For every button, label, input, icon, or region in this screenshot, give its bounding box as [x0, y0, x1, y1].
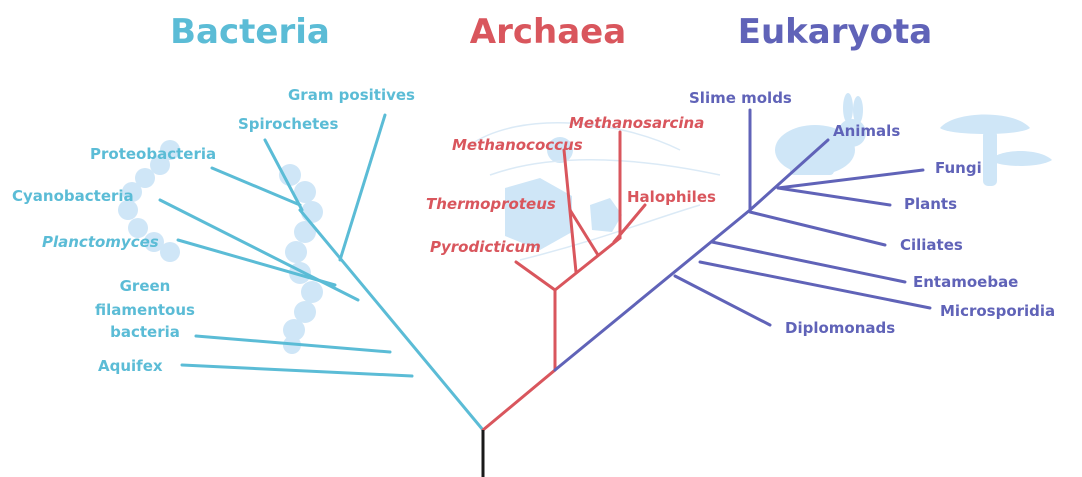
label-diplomonads: Diplomonads — [785, 319, 895, 337]
domain-title-archaea: Archaea — [470, 12, 626, 52]
domain-title-eukaryota: Eukaryota — [738, 12, 932, 52]
label-ciliates: Ciliates — [900, 236, 963, 254]
label-proteobacteria: Proteobacteria — [90, 145, 216, 163]
label-microsporidia: Microsporidia — [940, 302, 1055, 320]
label-animals: Animals — [833, 122, 900, 140]
label-spirochetes: Spirochetes — [238, 115, 338, 133]
domain-title-bacteria: Bacteria — [170, 12, 330, 52]
label-fungi: Fungi — [935, 159, 982, 177]
label-methanosarcina: Methanosarcina — [569, 114, 704, 132]
label-green-filamentous-line1: Green — [120, 277, 171, 295]
label-pyrodicticum: Pyrodicticum — [430, 238, 541, 256]
label-plants: Plants — [904, 195, 957, 213]
label-halophiles: Halophiles — [627, 188, 716, 206]
label-slime-molds: Slime molds — [689, 89, 792, 107]
label-entamoebae: Entamoebae — [913, 273, 1018, 291]
label-thermoproteus: Thermoproteus — [426, 195, 556, 213]
label-cyanobacteria: Cyanobacteria — [12, 187, 134, 205]
label-planctomyces: Planctomyces — [42, 233, 159, 251]
label-green-filamentous-line2: filamentous — [95, 301, 195, 319]
label-green-filamentous-line3: bacteria — [110, 323, 180, 341]
label-gram-positives: Gram positives — [288, 86, 415, 104]
label-aquifex: Aquifex — [98, 357, 163, 375]
archaea-branches — [483, 132, 645, 430]
label-methanococcus: Methanococcus — [452, 136, 583, 154]
